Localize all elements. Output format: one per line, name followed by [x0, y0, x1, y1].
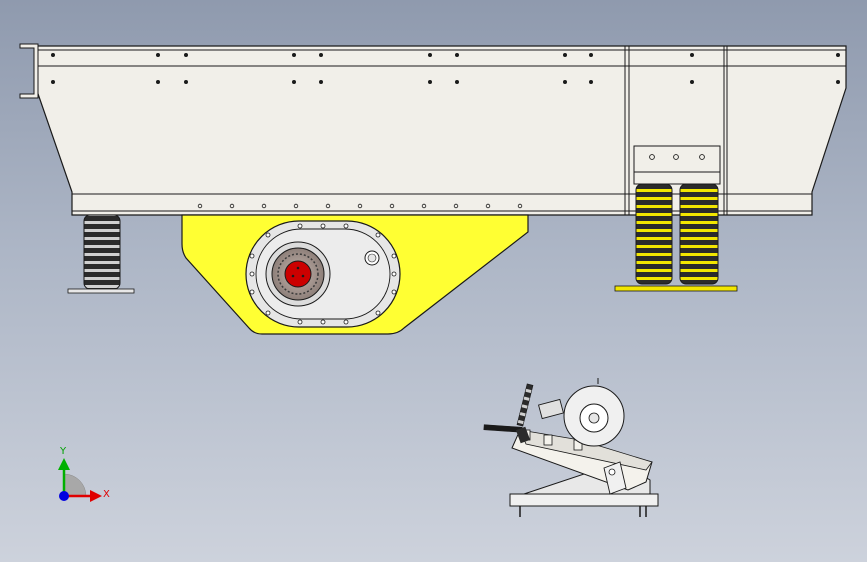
- trough-rail-bolts: [197, 203, 523, 209]
- left-spring-coil: [83, 214, 121, 290]
- left-support-spring[interactable]: [67, 214, 135, 294]
- rotor-shaft[interactable]: [284, 260, 312, 288]
- isometric-preview[interactable]: [483, 378, 659, 517]
- preview-motor-hub: [588, 412, 600, 424]
- axis-triad[interactable]: Y X: [58, 446, 110, 502]
- feeder-trough[interactable]: [19, 43, 847, 216]
- preview-bolt: [608, 468, 616, 476]
- preview-block-2: [543, 434, 553, 446]
- right-spring-coil-1: [635, 183, 673, 285]
- right-spring-coil-2: [679, 183, 719, 285]
- z-axis-dot: [59, 491, 69, 501]
- spring-mount-bracket: [633, 145, 721, 185]
- trough-end-bracket: [19, 43, 39, 99]
- x-axis-arrow: [90, 490, 102, 502]
- exciter-housing[interactable]: [181, 214, 529, 335]
- inspection-plug-inner: [367, 253, 377, 263]
- bearing-ring: [277, 253, 319, 295]
- flange-bolts: [249, 223, 397, 325]
- shaft-bolts: [291, 266, 305, 278]
- left-spring-base: [67, 288, 135, 294]
- preview-base-frame: [509, 493, 659, 507]
- right-spring-base: [614, 285, 738, 292]
- preview-motor-mount: [538, 398, 564, 420]
- y-axis-arrow: [58, 458, 70, 470]
- preview-spring-1: [516, 383, 534, 427]
- trough-bolts: [51, 53, 840, 84]
- y-axis-label: Y: [59, 446, 67, 457]
- x-axis-label: X: [103, 489, 110, 500]
- preview-spring-3: [515, 426, 531, 444]
- right-support-springs[interactable]: [614, 183, 738, 292]
